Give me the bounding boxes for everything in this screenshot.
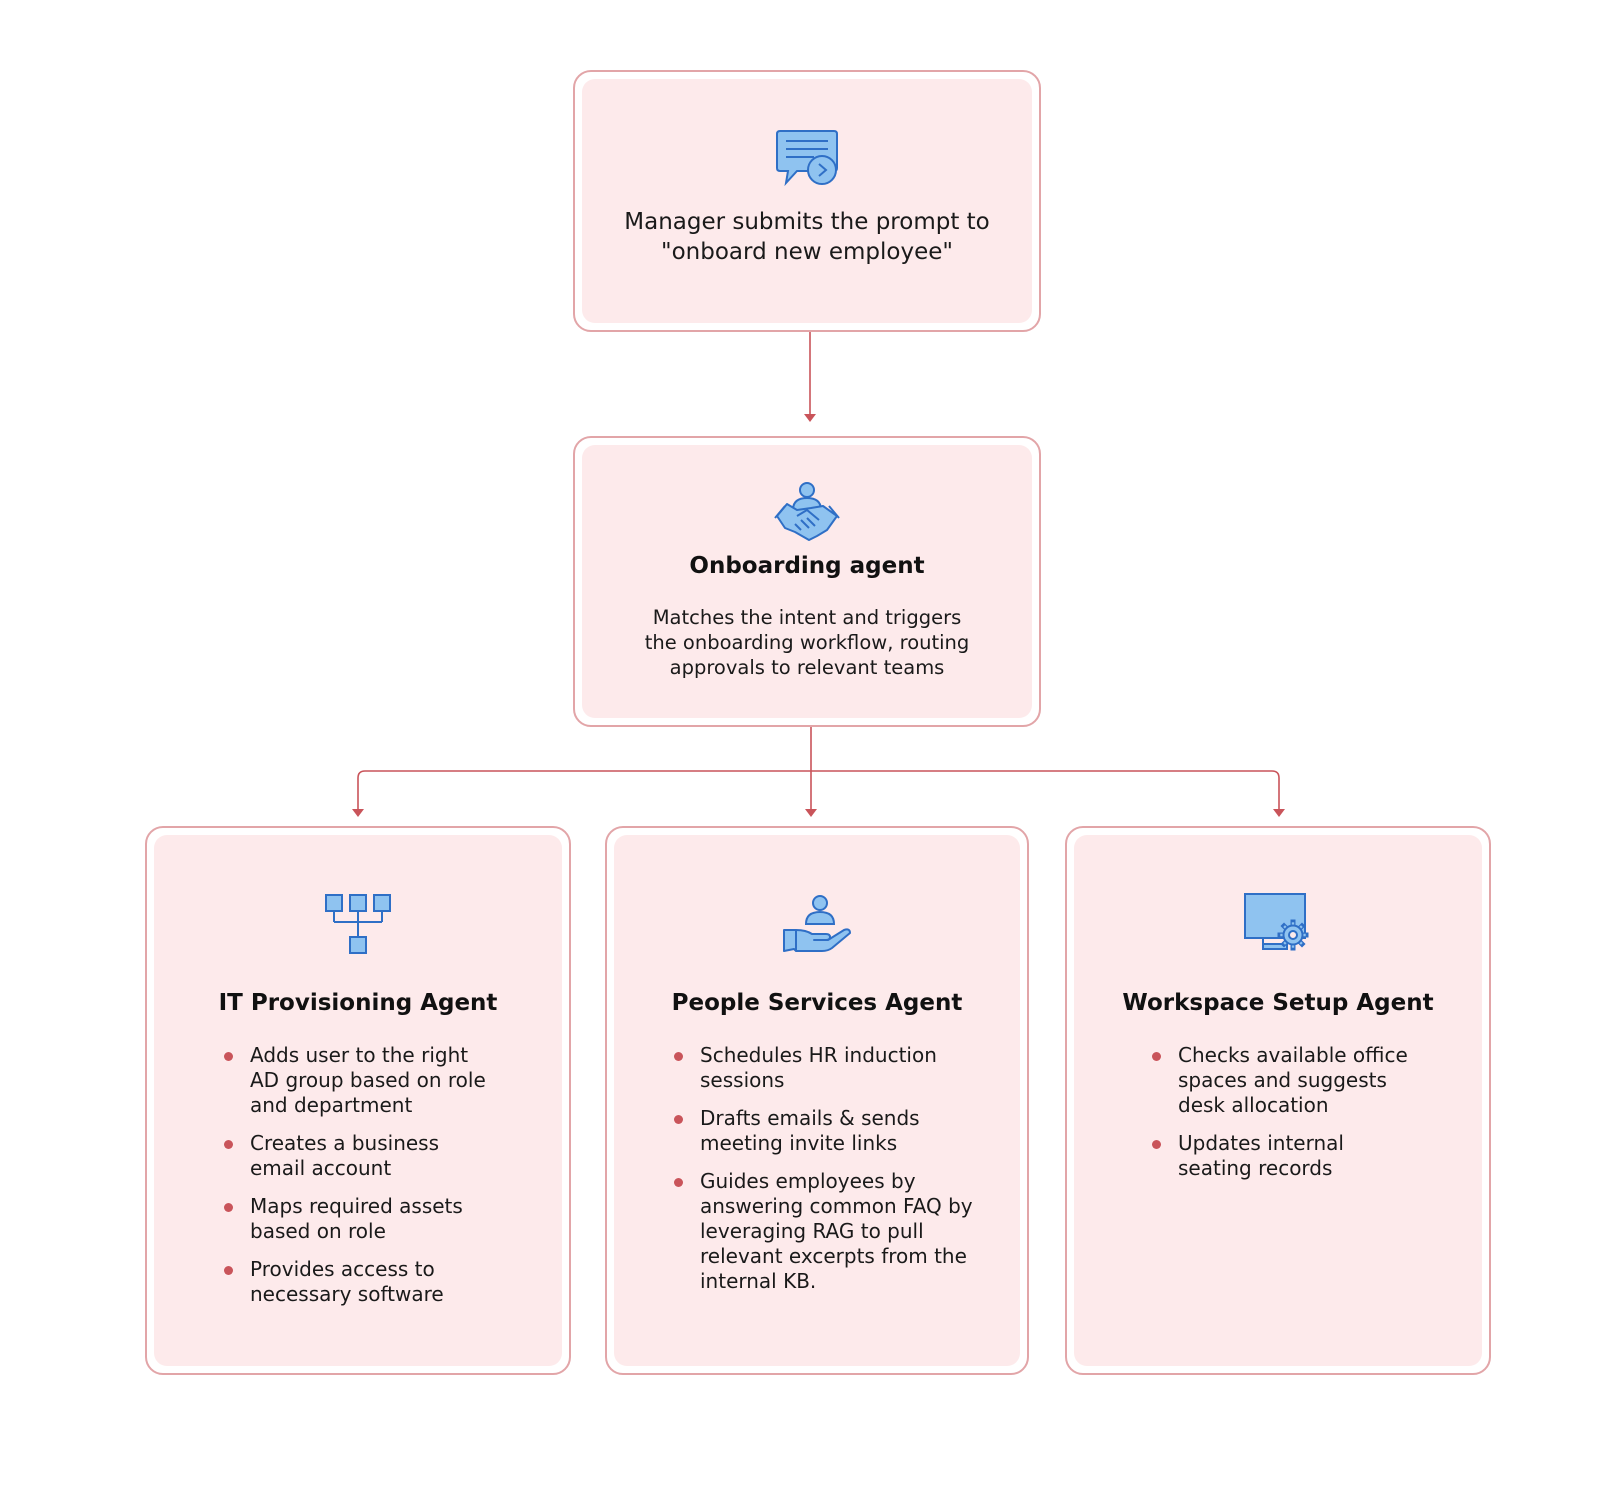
it-provisioning-agent-title: IT Provisioning Agent — [218, 990, 498, 1016]
people-services-bullets: Schedules HR induction sessions Drafts e… — [674, 1043, 1020, 1307]
list-item: Drafts emails & sends meeting invite lin… — [674, 1106, 1020, 1156]
people-services-agent-title: People Services Agent — [671, 990, 963, 1016]
person-hand-icon — [783, 895, 851, 952]
list-item: Guides employees by answering common FAQ… — [674, 1169, 1020, 1294]
list-item: Provides access to necessary software — [224, 1257, 562, 1307]
onboarding-agent-title: Onboarding agent — [689, 553, 925, 579]
list-item: Checks available office spaces and sugge… — [1152, 1043, 1482, 1118]
connector-branch — [357, 770, 1280, 810]
arrowhead-onboarding — [804, 414, 816, 422]
list-item: Updates internal seating records — [1152, 1131, 1482, 1181]
arrowhead-workspace — [1273, 809, 1285, 817]
workspace-setup-agent-box: Workspace Setup Agent Checks available o… — [1065, 826, 1491, 1375]
chat-bubble-send-icon — [776, 130, 838, 187]
it-provisioning-agent-box: IT Provisioning Agent Adds user to the r… — [145, 826, 571, 1375]
workspace-setup-agent-title: Workspace Setup Agent — [1122, 990, 1434, 1016]
it-provisioning-bullets: Adds user to the right AD group based on… — [224, 1043, 562, 1320]
onboarding-agent-box: Onboarding agent Matches the intent and … — [573, 436, 1041, 727]
prompt-box: Manager submits the prompt to "onboard n… — [573, 70, 1041, 332]
people-services-agent-box: People Services Agent Schedules HR induc… — [605, 826, 1029, 1375]
monitor-gear-icon — [1244, 893, 1309, 951]
handshake-icon — [774, 482, 840, 541]
arrowhead-it — [352, 809, 364, 817]
workspace-setup-bullets: Checks available office spaces and sugge… — [1152, 1043, 1482, 1194]
arrowhead-people — [805, 809, 817, 817]
onboarding-agent-description: Matches the intent and triggers the onbo… — [644, 606, 970, 679]
list-item: Creates a business email account — [224, 1131, 562, 1181]
hierarchy-icon — [325, 894, 391, 954]
prompt-text: Manager submits the prompt to "onboard n… — [624, 209, 990, 265]
list-item: Schedules HR induction sessions — [674, 1043, 1020, 1093]
list-item: Maps required assets based on role — [224, 1194, 562, 1244]
list-item: Adds user to the right AD group based on… — [224, 1043, 562, 1118]
